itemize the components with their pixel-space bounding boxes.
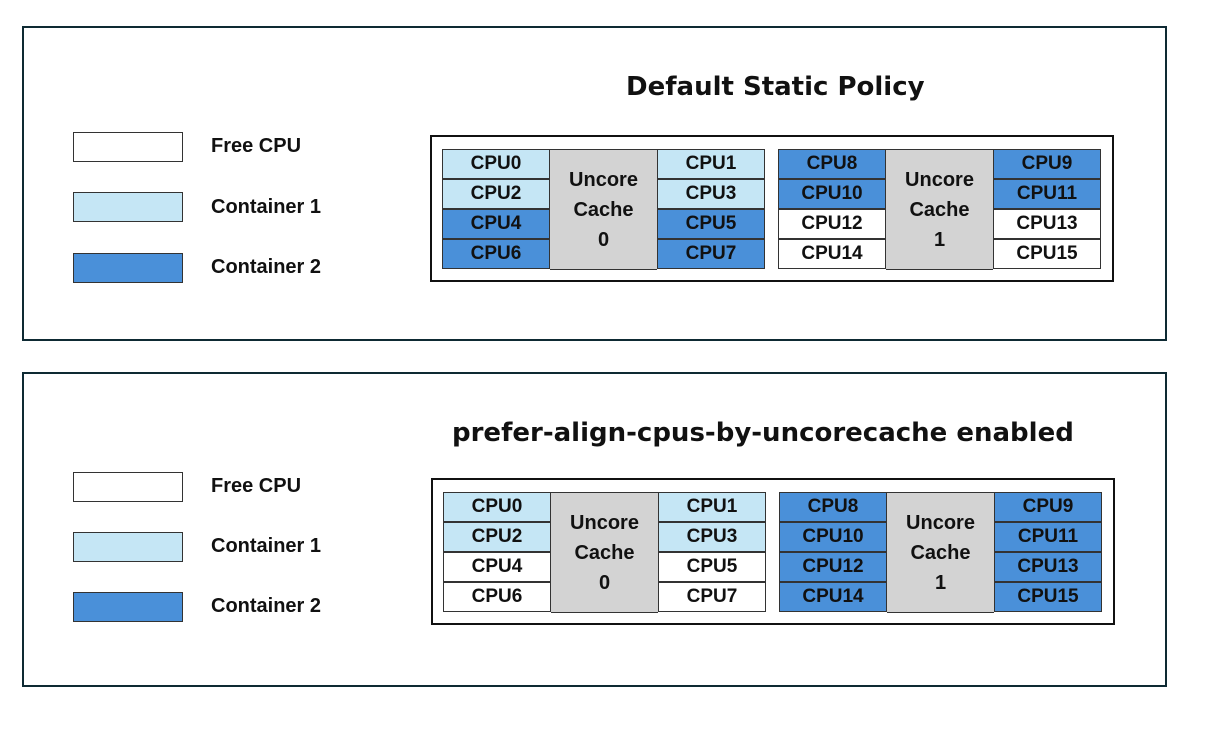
uncore-cache-group-0: CPU0 CPU2 CPU4 CPU6 Uncore Cache 0 CPU1 … xyxy=(443,492,766,613)
uncore-cache-block: Uncore Cache 1 xyxy=(886,149,993,270)
cpu-column-left: CPU0 CPU2 CPU4 CPU6 xyxy=(443,492,551,613)
uncore-cache-label-line: Uncore xyxy=(569,168,638,191)
cpu-socket: CPU0 CPU2 CPU4 CPU6 Uncore Cache 0 CPU1 … xyxy=(431,478,1115,625)
cpu-cell: CPU15 xyxy=(993,239,1101,269)
cpu-column-left: CPU0 CPU2 CPU4 CPU6 xyxy=(442,149,550,270)
uncore-cache-label-line: 0 xyxy=(598,571,611,594)
uncore-cache-label-line: Cache xyxy=(909,198,970,221)
panel-title: Default Static Policy xyxy=(626,72,925,102)
legend-swatch-container-1 xyxy=(73,192,183,222)
cpu-cell: CPU5 xyxy=(657,209,765,239)
cpu-cell: CPU1 xyxy=(658,492,766,522)
uncore-cache-group-1: CPU8 CPU10 CPU12 CPU14 Uncore Cache 1 CP… xyxy=(778,149,1101,270)
cpu-cell: CPU11 xyxy=(994,522,1102,552)
cpu-cell: CPU12 xyxy=(778,209,886,239)
legend-label-container-2: Container 2 xyxy=(211,256,322,278)
cpu-cell: CPU14 xyxy=(779,582,887,612)
uncore-cache-label-line: Uncore xyxy=(906,511,975,534)
cpu-column-right: CPU9 CPU11 CPU13 CPU15 xyxy=(994,492,1102,613)
cpu-cell: CPU10 xyxy=(778,179,886,209)
uncore-cache-label-line: Uncore xyxy=(570,511,639,534)
cpu-cell: CPU3 xyxy=(657,179,765,209)
cpu-socket: CPU0 CPU2 CPU4 CPU6 Uncore Cache 0 CPU1 … xyxy=(430,135,1114,282)
uncore-cache-label-line: Cache xyxy=(574,541,635,564)
legend-swatch-free-cpu xyxy=(73,132,183,162)
cpu-cell: CPU8 xyxy=(778,149,886,179)
uncore-cache-label-line: Uncore xyxy=(905,168,974,191)
uncore-cache-group-1: CPU8 CPU10 CPU12 CPU14 Uncore Cache 1 CP… xyxy=(779,492,1102,613)
legend-swatch-container-1 xyxy=(73,532,183,562)
cpu-cell: CPU14 xyxy=(778,239,886,269)
cpu-column-left: CPU8 CPU10 CPU12 CPU14 xyxy=(779,492,887,613)
cpu-cell: CPU6 xyxy=(443,582,551,612)
cpu-cell: CPU11 xyxy=(993,179,1101,209)
cpu-cell: CPU7 xyxy=(657,239,765,269)
cpu-cell: CPU5 xyxy=(658,552,766,582)
uncore-cache-label-line: 0 xyxy=(597,228,610,251)
cpu-cell: CPU1 xyxy=(657,149,765,179)
uncore-cache-label-line: Cache xyxy=(573,198,634,221)
cpu-column-right: CPU9 CPU11 CPU13 CPU15 xyxy=(993,149,1101,270)
legend-label-container-2: Container 2 xyxy=(211,595,322,617)
cpu-cell: CPU9 xyxy=(994,492,1102,522)
cpu-cell: CPU15 xyxy=(994,582,1102,612)
legend-label-container-1: Container 1 xyxy=(211,196,322,218)
uncore-cache-label-line: Cache xyxy=(910,541,971,564)
cpu-cell: CPU0 xyxy=(443,492,551,522)
cpu-cell: CPU10 xyxy=(779,522,887,552)
legend-label-container-1: Container 1 xyxy=(211,535,322,557)
panel-prefer-align-uncorecache: prefer-align-cpus-by-uncorecache enabled… xyxy=(22,372,1167,687)
uncore-cache-block: Uncore Cache 0 xyxy=(551,492,658,613)
legend-label-free-cpu: Free CPU xyxy=(211,475,302,497)
uncore-cache-group-0: CPU0 CPU2 CPU4 CPU6 Uncore Cache 0 CPU1 … xyxy=(442,149,765,270)
cpu-cell: CPU8 xyxy=(779,492,887,522)
legend-swatch-free-cpu xyxy=(73,472,183,502)
uncore-cache-block: Uncore Cache 0 xyxy=(550,149,657,270)
cpu-cell: CPU4 xyxy=(443,552,551,582)
cpu-cell: CPU3 xyxy=(658,522,766,552)
panel-default-static-policy: Default Static Policy Free CPU Container… xyxy=(22,26,1167,341)
cpu-cell: CPU0 xyxy=(442,149,550,179)
legend-swatch-container-2 xyxy=(73,253,183,283)
cpu-cell: CPU13 xyxy=(994,552,1102,582)
legend-label-free-cpu: Free CPU xyxy=(211,135,302,157)
cpu-cell: CPU2 xyxy=(442,179,550,209)
cpu-column-left: CPU8 CPU10 CPU12 CPU14 xyxy=(778,149,886,270)
uncore-cache-block: Uncore Cache 1 xyxy=(887,492,994,613)
cpu-cell: CPU13 xyxy=(993,209,1101,239)
cpu-cell: CPU7 xyxy=(658,582,766,612)
panel-title: prefer-align-cpus-by-uncorecache enabled xyxy=(452,418,1074,448)
cpu-cell: CPU4 xyxy=(442,209,550,239)
cpu-cell: CPU2 xyxy=(443,522,551,552)
cpu-column-right: CPU1 CPU3 CPU5 CPU7 xyxy=(658,492,766,613)
cpu-cell: CPU9 xyxy=(993,149,1101,179)
cpu-cell: CPU6 xyxy=(442,239,550,269)
uncore-cache-label-line: 1 xyxy=(934,571,947,594)
uncore-cache-label-line: 1 xyxy=(933,228,946,251)
legend-swatch-container-2 xyxy=(73,592,183,622)
cpu-column-right: CPU1 CPU3 CPU5 CPU7 xyxy=(657,149,765,270)
cpu-cell: CPU12 xyxy=(779,552,887,582)
